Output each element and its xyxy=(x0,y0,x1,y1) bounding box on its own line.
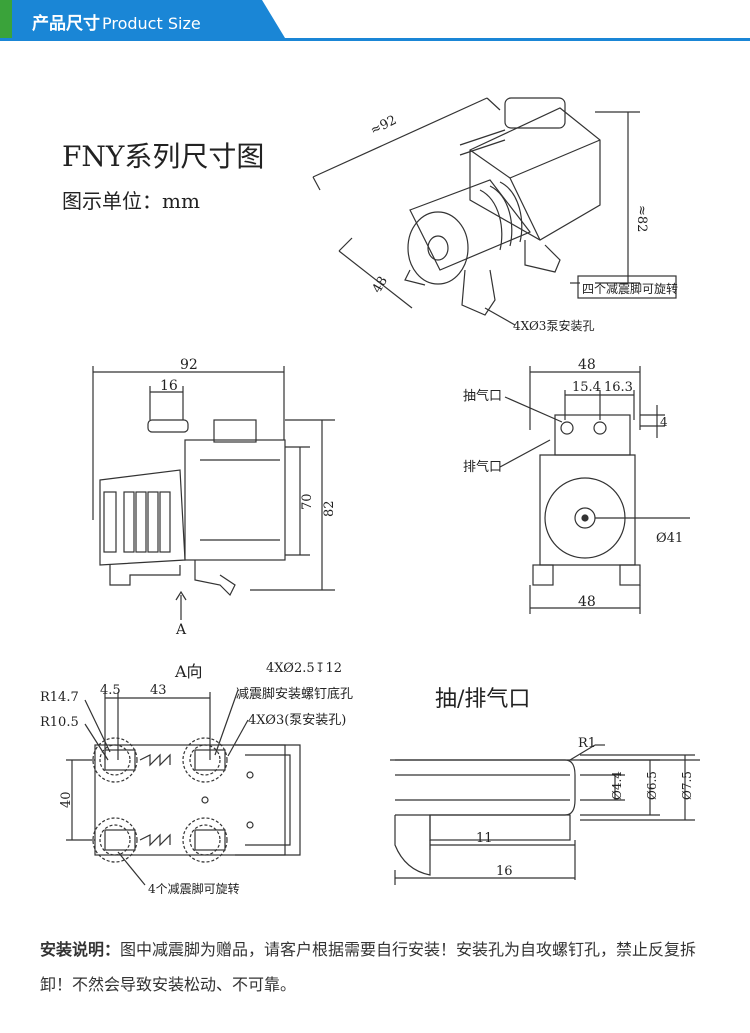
bottom-view-drawing xyxy=(66,689,301,886)
iso-dim-length: ≈92 xyxy=(368,113,399,139)
front-dim-top: 48 xyxy=(578,357,596,373)
bottom-hole-spec: 4XØ3(泵安装孔) xyxy=(248,713,346,728)
side-dim-total: 92 xyxy=(180,357,198,373)
port-dim-d7-5: Ø7.5 xyxy=(680,771,694,800)
bottom-dim-r14-7: R14.7 xyxy=(40,690,79,705)
installation-note-text: 图中减震脚为赠品，请客户根据需要自行安装！安装孔为自攻螺钉孔，禁止反复拆卸！不然… xyxy=(40,940,697,994)
front-dim-4: 4 xyxy=(660,415,668,429)
side-dim-70: 70 xyxy=(300,493,315,510)
front-dim-diameter: Ø41 xyxy=(656,531,683,546)
port-title: 抽/排气口 xyxy=(435,687,530,712)
front-label-exhaust: 排气口 xyxy=(463,459,502,475)
bottom-view-label: A向 xyxy=(174,662,203,681)
header-underline xyxy=(0,38,750,41)
side-arrow-label: A xyxy=(175,622,187,638)
bottom-dim-43: 43 xyxy=(150,683,167,698)
bottom-screw-label: 减震脚安装螺钉底孔 xyxy=(236,686,353,702)
bottom-dim-r10-5: R10.5 xyxy=(40,715,79,730)
iso-callout-holes: 4XØ3泵安装孔 xyxy=(513,318,594,333)
front-dim-bottom: 48 xyxy=(578,594,596,610)
port-dim-16: 16 xyxy=(496,864,513,879)
section-title-cn: 产品尺寸 xyxy=(32,14,100,34)
iso-dim-height: ≈82 xyxy=(634,205,649,232)
side-dim-inlet: 16 xyxy=(160,378,178,394)
port-dim-11: 11 xyxy=(476,831,493,846)
side-view-drawing xyxy=(92,366,335,620)
header-accent-strip xyxy=(0,0,12,38)
front-view-drawing xyxy=(499,366,690,614)
port-view-drawing xyxy=(390,744,700,885)
header-tab xyxy=(0,0,285,38)
front-label-suction: 抽气口 xyxy=(463,388,502,404)
front-dim-15-4: 15.4 xyxy=(572,380,601,395)
port-dim-d6-5: Ø6.5 xyxy=(645,771,659,800)
unit-label: 图示单位：mm xyxy=(62,189,200,213)
installation-note-label: 安装说明： xyxy=(40,940,121,959)
bottom-screw-spec: 4XØ2.5↧12 xyxy=(266,661,342,676)
side-dim-82: 82 xyxy=(322,500,337,517)
iso-callout-feet: 四个减震脚可旋转 xyxy=(582,281,678,296)
bottom-feet-label: 4个减震脚可旋转 xyxy=(148,881,240,896)
port-dim-d4-4: Ø4.4 xyxy=(610,771,624,800)
bottom-dim-40: 40 xyxy=(59,791,74,808)
front-dim-16-3: 16.3 xyxy=(604,380,633,395)
iso-pump-drawing xyxy=(312,97,677,326)
iso-dim-width: 48 xyxy=(370,274,391,296)
port-dim-r1: R1 xyxy=(578,736,596,751)
installation-note: 安装说明：图中减震脚为赠品，请客户根据需要自行安装！安装孔为自攻螺钉孔，禁止反复… xyxy=(40,932,720,1002)
iso-title: FNY系列尺寸图 xyxy=(62,140,264,173)
section-title-en: Product Size xyxy=(102,14,201,33)
